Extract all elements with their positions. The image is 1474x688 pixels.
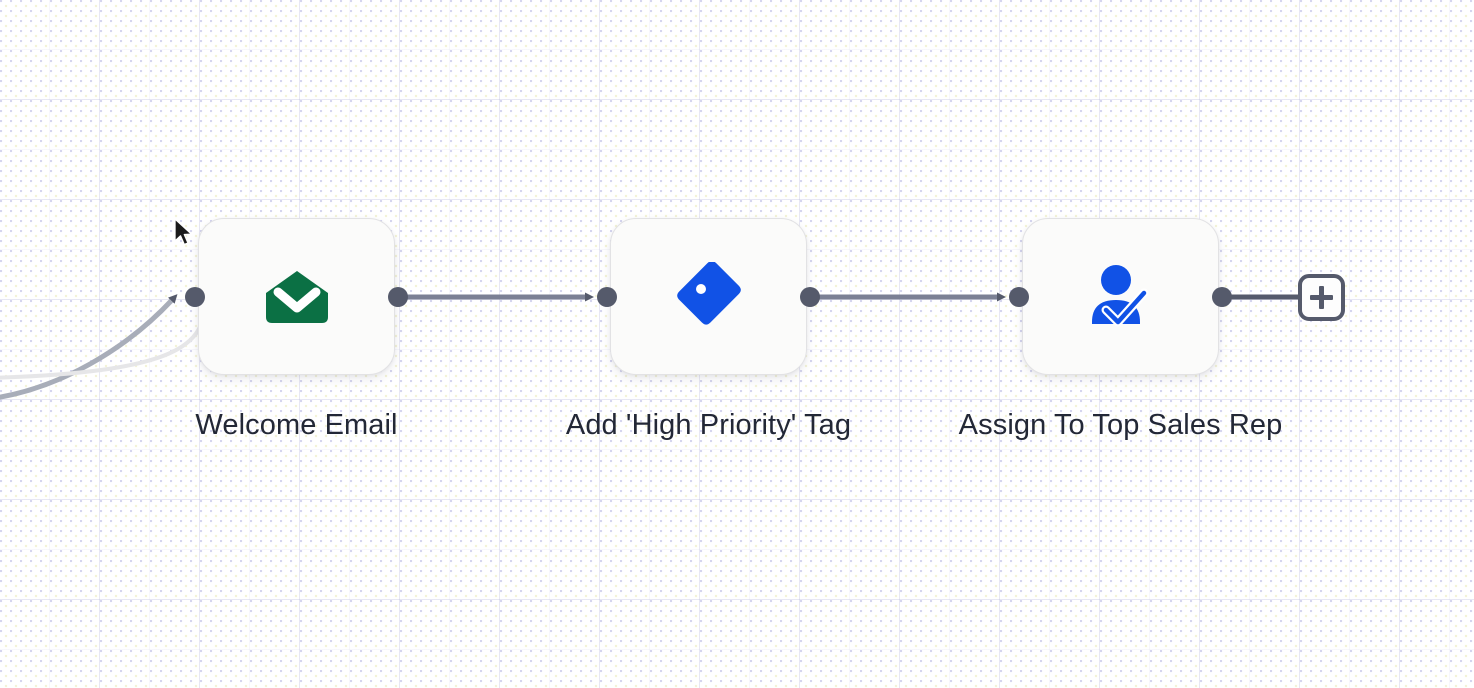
edge-incoming (0, 294, 178, 400)
handle-welcome-email-source[interactable] (388, 287, 408, 307)
node-label-assign-sales-rep: Assign To Top Sales Rep (958, 409, 1283, 441)
node-welcome-email[interactable] (198, 218, 395, 375)
tag-icon (673, 261, 745, 333)
user-check-icon (1085, 261, 1157, 333)
handle-welcome-email-target[interactable] (185, 287, 205, 307)
mouse-cursor (174, 218, 193, 246)
node-assign-sales-rep[interactable] (1022, 218, 1219, 375)
handle-assign-target[interactable] (1009, 287, 1029, 307)
node-high-priority-tag[interactable] (610, 218, 807, 375)
plus-icon-vertical (1319, 286, 1324, 309)
envelope-icon (261, 261, 333, 333)
handle-tag-source[interactable] (800, 287, 820, 307)
node-label-welcome-email: Welcome Email (195, 409, 398, 441)
node-label-high-priority-tag: Add 'High Priority' Tag (565, 409, 852, 441)
add-node-button[interactable] (1298, 274, 1345, 321)
handle-assign-source[interactable] (1212, 287, 1232, 307)
handle-tag-target[interactable] (597, 287, 617, 307)
edge-stub (0, 299, 207, 380)
